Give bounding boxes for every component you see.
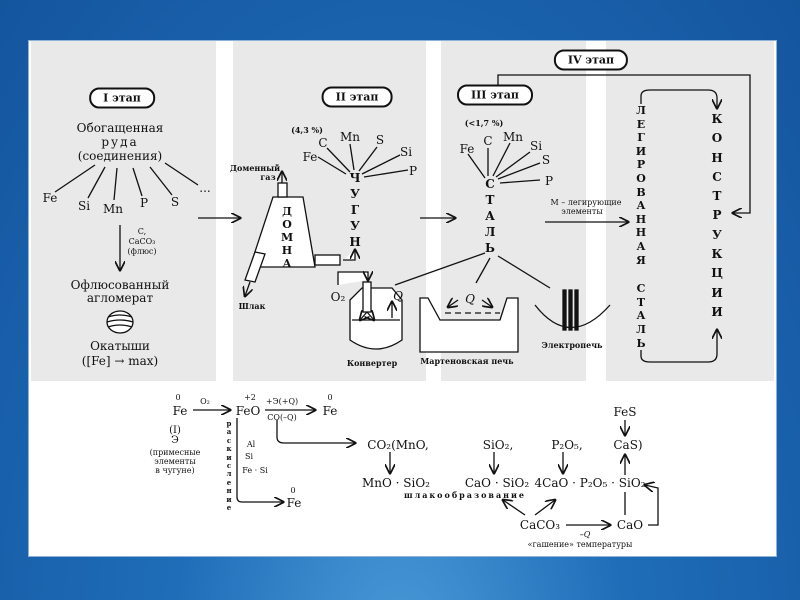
electric-furnace-label: Электропечь xyxy=(541,340,603,350)
element: P xyxy=(544,174,554,188)
carbon-percent: (<1,7 %) xyxy=(464,118,504,128)
stage1-label: I этап xyxy=(89,87,155,109)
ox-state: 0 xyxy=(290,486,296,495)
top-loop-arrow xyxy=(640,89,717,108)
deoxidation-label: раскисление xyxy=(226,419,232,513)
alloy-steel-label: ЛЕГИРОВАННАЯ xyxy=(635,104,647,267)
element: Mn xyxy=(339,130,361,144)
impurity-note: элементы xyxy=(154,457,196,466)
ore-line1: Обогащенная xyxy=(76,121,164,135)
oxygen: O₂ xyxy=(200,397,210,406)
ox-state: +2 xyxy=(244,393,256,402)
cast-iron-label: ЧУГУН xyxy=(349,171,361,249)
cao: CaO xyxy=(616,518,644,532)
element: S xyxy=(170,195,180,209)
iron: Fe xyxy=(286,496,302,510)
deox-agent: Fe · Si xyxy=(242,466,268,475)
ore-line3: (соединения) xyxy=(77,149,163,163)
co2-group: CO₂(MnO, xyxy=(367,438,429,452)
element: Fe xyxy=(42,191,58,205)
impurity-symbol: (I) Э xyxy=(169,425,181,446)
cast-iron-rays xyxy=(317,143,409,178)
slag-formation-label: шлакообразование xyxy=(403,490,527,500)
iron: Fe xyxy=(322,404,338,418)
fes: FeS xyxy=(613,405,637,419)
cas: CaS) xyxy=(613,438,643,452)
deox-agent: Si xyxy=(244,452,254,461)
element: Mn xyxy=(102,202,124,216)
alloying-line1: М – легирующие xyxy=(550,198,622,207)
sio2: SiO₂, xyxy=(482,438,514,452)
cao-sio2: CaO · SiO₂ xyxy=(464,476,530,490)
pellets-note: ([Fe] → max) xyxy=(81,354,159,368)
p2o5: P₂O₅, xyxy=(551,438,583,452)
pellet-ball xyxy=(106,310,134,334)
impurity-note: (примесные xyxy=(149,448,201,457)
lime-note: «гашение» температуры xyxy=(527,540,633,549)
element: S xyxy=(541,153,551,167)
slag-label: Шлак xyxy=(238,301,266,311)
impurity-note: в чугуне) xyxy=(155,466,195,475)
element: Si xyxy=(399,145,413,159)
constructions-label: КОНСТРУКЦИИ xyxy=(711,112,723,319)
reagent: C, xyxy=(137,227,147,236)
minus-heat: –Q xyxy=(579,530,591,539)
blast-furnace-label: ДОМНА xyxy=(281,205,294,270)
element: C xyxy=(483,134,493,148)
element: Fe xyxy=(302,150,318,164)
ox-state: 0 xyxy=(175,393,181,402)
element: Si xyxy=(529,139,543,153)
element-ellipsis: ... xyxy=(199,181,211,195)
element: P xyxy=(139,196,149,210)
stage4-column xyxy=(606,41,774,381)
reduction-top: +Э(+Q) xyxy=(265,397,299,406)
gas-line2: газ xyxy=(260,172,276,182)
iron-oxide: FeO xyxy=(235,404,261,418)
gas-line1: Доменный xyxy=(229,163,281,173)
reduction-bottom: CO(–Q) xyxy=(267,413,297,422)
phosphate-silicate: 4CaO · P₂O₅ · SiO₂ xyxy=(534,476,646,490)
reagent: CaCO₃ xyxy=(128,237,156,246)
converter-label: Конвертер xyxy=(346,358,398,368)
element: Fe xyxy=(459,142,475,156)
carbon-percent: (4,3 %) xyxy=(291,125,323,135)
product-line1: Офлюсованный xyxy=(70,278,170,292)
stage4-label: IV этап xyxy=(553,49,629,71)
ore-line2: руда xyxy=(101,135,139,149)
blast-furnace xyxy=(245,172,355,296)
stage3-label: III этап xyxy=(457,84,533,106)
oxygen-label: O₂ xyxy=(330,290,346,304)
reagent: (флюс) xyxy=(127,247,157,256)
steel-rays xyxy=(394,142,628,289)
caco3: CaCO₃ xyxy=(519,518,561,532)
open-hearth-furnace xyxy=(419,297,519,353)
reaction-arrows xyxy=(193,410,659,525)
heat-label: Q xyxy=(393,289,403,303)
element: S xyxy=(375,133,385,147)
product-line2: агломерат xyxy=(86,291,154,305)
converter xyxy=(337,272,403,350)
stage1-lines xyxy=(54,162,240,270)
open-hearth-label: Мартеновская печь xyxy=(420,356,514,366)
deox-agent: Al xyxy=(246,440,256,449)
element: Si xyxy=(77,199,91,213)
steel-label: СТАЛЬ xyxy=(484,177,496,255)
element: C xyxy=(318,136,328,150)
heat-label: Q xyxy=(465,292,475,306)
ox-state: 0 xyxy=(327,393,333,402)
alloy-steel-label-2: СТАЛЬ xyxy=(636,282,646,350)
electric-furnace xyxy=(534,289,611,331)
element: Mn xyxy=(502,130,524,144)
mno-sio2: MnO · SiO₂ xyxy=(361,476,431,490)
stage2-label: II этап xyxy=(321,86,393,108)
iron: Fe xyxy=(172,404,188,418)
alloying-line2: элементы xyxy=(561,207,603,216)
pellets-label: Окатыши xyxy=(90,339,150,353)
stage4-bracket xyxy=(497,74,751,213)
element: P xyxy=(408,164,418,178)
bottom-loop-arrow xyxy=(640,330,717,363)
